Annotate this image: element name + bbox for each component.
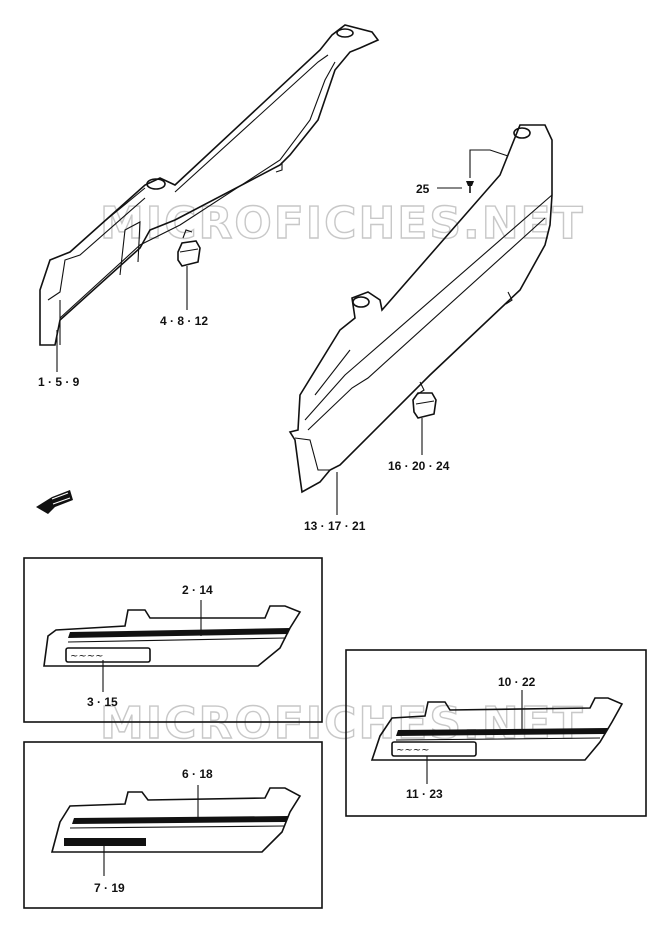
callout-box2-stripe: 10 · 22 bbox=[498, 675, 536, 689]
callout-screw: 25 bbox=[416, 182, 430, 196]
decal-box-3-frame bbox=[23, 741, 323, 909]
callout-cover-right: 13 · 17 · 21 bbox=[304, 519, 366, 533]
callout-box3-emblem: 7 · 19 bbox=[94, 881, 125, 895]
callout-cushion-upper: 4 · 8 · 12 bbox=[160, 314, 208, 328]
decal-box-1: ~~~~ 2 · 14 3 · 15 bbox=[23, 557, 323, 723]
svg-text:~~~~: ~~~~ bbox=[70, 651, 104, 662]
decal-box-3-panel bbox=[50, 787, 302, 853]
watermark-top: MICROFICHES.NET bbox=[100, 198, 585, 249]
decal-box-3: 6 · 18 7 · 19 bbox=[23, 741, 323, 909]
cushion-upper-part bbox=[177, 240, 201, 267]
decal-box-2-panel bbox=[370, 697, 624, 761]
svg-text:~~~~: ~~~~ bbox=[396, 745, 430, 756]
frame-left-part bbox=[39, 24, 380, 346]
callout-box2-emblem: 11 · 23 bbox=[406, 787, 443, 801]
decal-box-1-panel bbox=[43, 605, 302, 667]
callout-frame-left: 1 · 5 · 9 bbox=[38, 375, 80, 389]
watermark-bottom: MICROFICHES.NET bbox=[100, 698, 585, 749]
decal-box-2: ~~~~ 10 · 22 11 · 23 bbox=[345, 649, 647, 817]
cushion-lower-part bbox=[412, 392, 437, 419]
callout-box1-emblem: 3 · 15 bbox=[87, 695, 118, 709]
callout-box3-stripe: 6 · 18 bbox=[182, 767, 213, 781]
front-arrow-icon bbox=[36, 490, 73, 514]
screw-part bbox=[466, 149, 509, 193]
decal-box-2-frame bbox=[345, 649, 647, 817]
callout-cushion-lower: 16 · 20 · 24 bbox=[388, 459, 450, 473]
decal-box-1-frame bbox=[23, 557, 323, 723]
cover-right-part bbox=[288, 124, 553, 494]
callout-box1-stripe: 2 · 14 bbox=[182, 583, 213, 597]
